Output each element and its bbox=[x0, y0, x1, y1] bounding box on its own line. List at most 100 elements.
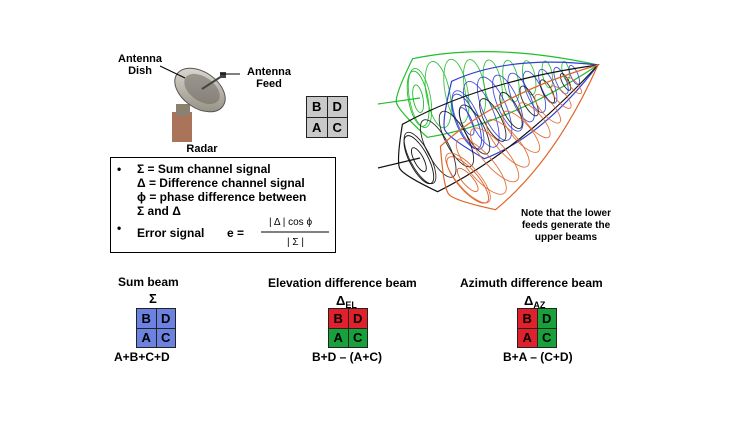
sum-cell-a: A bbox=[137, 328, 156, 347]
green-beam-lobe-ring bbox=[541, 60, 554, 89]
error-denominator: | Σ | bbox=[287, 237, 304, 248]
note-line2: feeds generate the bbox=[521, 220, 611, 231]
orange-beam-lobe-base-ring bbox=[446, 156, 489, 204]
sum-cell-d: D bbox=[156, 309, 175, 328]
green-beam-axis bbox=[377, 97, 421, 105]
dish-pointer bbox=[159, 65, 186, 79]
black-beam-lobe-ring bbox=[559, 73, 572, 91]
note-line3: upper beams bbox=[534, 232, 598, 243]
beam-note: Note that the lower feeds generate the u… bbox=[492, 208, 640, 244]
sum-cell-b: B bbox=[137, 309, 156, 328]
antenna-dish-label-line1: Antenna bbox=[118, 53, 162, 65]
sum-beam-title: Sum beam bbox=[118, 275, 179, 289]
az-cell-c: C bbox=[537, 328, 556, 347]
azimuth-delta: Δ bbox=[524, 293, 534, 308]
feed-cell-d: D bbox=[327, 97, 347, 117]
black-beam-lobe-base-ring bbox=[410, 147, 427, 173]
sum-beam-grid: B D A C bbox=[136, 308, 176, 348]
black-beam-lobe-ring bbox=[403, 131, 437, 185]
el-cell-b: B bbox=[329, 309, 348, 328]
el-cell-d: D bbox=[348, 309, 367, 328]
feed-cell-b: B bbox=[307, 97, 327, 117]
blue-beam-lobe-ring bbox=[492, 74, 524, 132]
feed-horn bbox=[220, 72, 226, 78]
feed-cell-c: C bbox=[327, 117, 347, 137]
blue-beam-lobe-ring bbox=[507, 72, 535, 123]
el-cell-c: C bbox=[348, 328, 367, 347]
signal-legend-box: • Σ = Sum channel signal Δ = Difference … bbox=[110, 157, 336, 253]
elevation-beam-title: Elevation difference beam bbox=[268, 276, 417, 290]
error-signal-equals: e = bbox=[227, 226, 245, 240]
legend-bullet-2: • bbox=[117, 221, 122, 235]
azimuth-beam-formula: B+A – (C+D) bbox=[503, 350, 573, 364]
legend-difference-definition: Δ = Difference channel signal bbox=[137, 176, 305, 190]
green-beam-lobe-ring bbox=[482, 59, 503, 110]
black-beam-lobe-outline bbox=[397, 64, 600, 193]
orange-beam-lobe-ring bbox=[502, 110, 541, 153]
orange-beam-lobe-ring bbox=[486, 119, 530, 168]
legend-bullet-1: • bbox=[117, 162, 122, 176]
green-beam-lobe-base-ring bbox=[406, 70, 430, 127]
black-beam-lobe-ring bbox=[438, 110, 475, 168]
az-cell-d: D bbox=[537, 309, 556, 328]
antenna-dish-label: Antenna Dish bbox=[110, 53, 170, 77]
black-beam-lobe-ring bbox=[519, 85, 539, 117]
black-beam-lobe-ring bbox=[458, 104, 491, 155]
orange-beam-lobe bbox=[439, 64, 600, 211]
green-beam-lobe-ring bbox=[443, 58, 470, 124]
blue-beam-lobe-base-ring bbox=[451, 93, 482, 150]
antenna-feed-label-line1: Antenna bbox=[247, 66, 291, 78]
black-beam-lobe-ring bbox=[499, 91, 523, 129]
elevation-beam-symbol: ΔEL bbox=[336, 293, 357, 310]
sum-beam-formula: A+B+C+D bbox=[114, 350, 170, 364]
blue-beam-lobe-ring bbox=[553, 66, 569, 95]
elevation-beam-formula: B+D – (A+C) bbox=[312, 350, 383, 364]
error-signal-label: Error signal bbox=[137, 226, 205, 240]
antenna-feed-grid: B D A C bbox=[306, 96, 348, 138]
black-beam-axis bbox=[377, 157, 421, 169]
note-line1: Note that the lower bbox=[520, 208, 611, 219]
error-numerator: | Δ | cos ϕ bbox=[269, 217, 313, 228]
radar-mount bbox=[176, 104, 190, 116]
elevation-delta: Δ bbox=[336, 293, 346, 308]
sum-cell-c: C bbox=[156, 328, 175, 347]
az-cell-b: B bbox=[518, 309, 537, 328]
elevation-subscript: EL bbox=[345, 300, 357, 310]
azimuth-subscript: AZ bbox=[533, 300, 546, 310]
orange-beam-lobe-ring bbox=[550, 85, 572, 109]
feed-arm bbox=[201, 75, 223, 90]
black-beam-lobe-base-ring bbox=[403, 135, 435, 185]
antenna-feed-label-line2: Feed bbox=[256, 78, 282, 90]
sum-beam-symbol: Σ bbox=[149, 291, 157, 306]
blue-beam-lobe-outline bbox=[443, 61, 600, 160]
blue-beam-lobe-ring bbox=[538, 68, 558, 104]
blue-beam-lobe-ring bbox=[462, 81, 500, 148]
radar-pedestal bbox=[172, 112, 192, 142]
antenna-dish-label-line2: Dish bbox=[128, 65, 152, 77]
azimuth-beam-title: Azimuth difference beam bbox=[460, 276, 603, 290]
orange-beam-lobe-ring bbox=[470, 127, 520, 183]
legend-sum-definition: Σ = Sum channel signal bbox=[137, 162, 271, 176]
green-beam-lobe-base-ring bbox=[412, 84, 425, 113]
orange-beam-lobe-ring bbox=[518, 102, 551, 139]
fraction-bar bbox=[261, 231, 329, 233]
orange-beam-lobe-ring bbox=[566, 77, 583, 95]
el-cell-a: A bbox=[329, 328, 348, 347]
azimuth-beam-symbol: ΔAZ bbox=[524, 293, 546, 310]
legend-phase-definition: ϕ = phase difference between bbox=[137, 190, 307, 204]
orange-beam-lobe-ring bbox=[534, 93, 562, 124]
orange-beam-lobe-ring bbox=[455, 138, 507, 195]
radar-label: Radar bbox=[186, 143, 218, 155]
elevation-beam-grid: B D A C bbox=[328, 308, 368, 348]
blue-beam-lobe-ring bbox=[451, 90, 485, 150]
orange-beam-lobe-ring bbox=[445, 152, 491, 204]
orange-beam-lobe-outline bbox=[439, 64, 600, 211]
black-beam-lobe-ring bbox=[479, 98, 507, 142]
legend-phase-definition-cont: Σ and Δ bbox=[137, 204, 181, 218]
orange-beam-lobe-base-ring bbox=[456, 167, 479, 193]
azimuth-beam-grid: B D A C bbox=[517, 308, 557, 348]
az-cell-a: A bbox=[518, 328, 537, 347]
